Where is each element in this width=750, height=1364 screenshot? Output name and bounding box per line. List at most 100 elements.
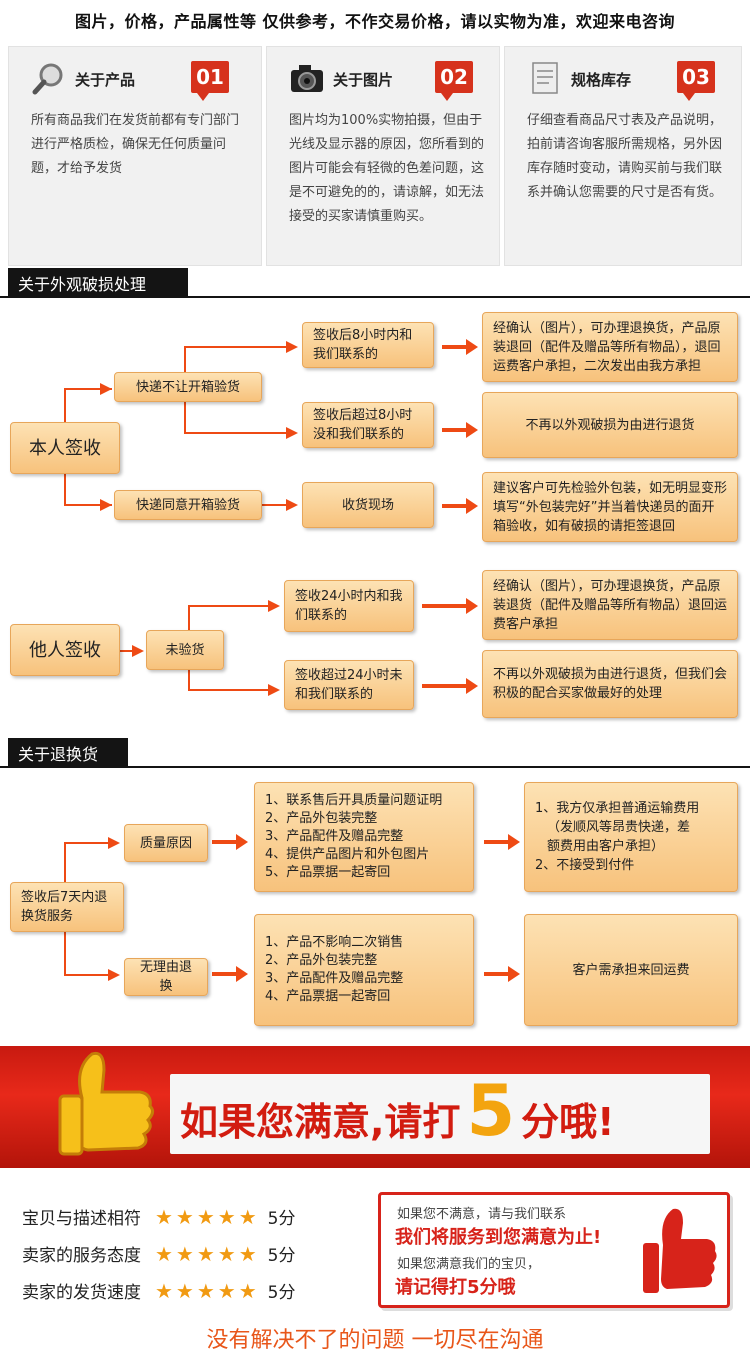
quality-result-box: 1、我方仅承担普通运输费用 （发顺风等昂贵快递，差 额费用由客户承担） 2、不接…	[524, 782, 738, 892]
list-item: 3、产品配件及赠品完整	[265, 829, 404, 844]
rating-score: 5分	[267, 1283, 296, 1303]
footer-slogan: 没有解决不了的问题 一切尽在沟通	[206, 1328, 544, 1353]
arrow	[108, 969, 120, 981]
rating-score: 5分	[267, 1246, 296, 1266]
banner-slogan: 如果您满意,请打 5 分哦!	[180, 1070, 615, 1152]
not-inspected-box: 未验货	[146, 630, 224, 670]
arrow	[422, 598, 478, 614]
section-damage-header: 关于外观破损处理	[0, 268, 750, 298]
list-item: 2、不接受到付件	[535, 858, 635, 873]
arrow	[422, 678, 478, 694]
promo-line4: 请记得打5分哦	[395, 1277, 516, 1298]
connector	[64, 504, 112, 506]
thumbs-up-icon	[643, 1208, 717, 1293]
connector	[64, 472, 66, 506]
arrow	[268, 684, 280, 696]
allow-inspect-box: 快递同意开箱验货	[114, 490, 262, 520]
slogan-five: 5	[466, 1070, 516, 1152]
card-title: 规格库存	[571, 71, 632, 89]
slogan-part2: 分哦!	[521, 1100, 615, 1144]
rating-row: 宝贝与描述相符 ★★★★★ 5分	[22, 1204, 295, 1230]
section-title: 关于退换货	[8, 738, 128, 768]
promo-line1: 如果您不满意，请与我们联系	[397, 1207, 567, 1222]
star-icon: ★★★★★	[155, 1204, 260, 1229]
promo-line3: 如果您满意我们的宝贝，	[397, 1257, 541, 1272]
arrow	[100, 383, 112, 395]
connector	[64, 388, 112, 390]
no-reason-items-box: 1、产品不影响二次销售 2、产品外包装完整 3、产品配件及赠品完整 4、产品票据…	[254, 914, 474, 1026]
rating-label: 宝贝与描述相符	[22, 1209, 141, 1229]
other-sign-box: 他人签收	[10, 624, 120, 676]
top-notice: 图片，价格，产品属性等 仅供参考，不作交易价格，请以实物为准，欢迎来电咨询	[74, 12, 676, 31]
card-images: 关于图片 02 图片均为100%实物拍摄，但由于光线及显示器的原因，您所看到的图…	[266, 46, 500, 266]
connector	[188, 689, 272, 691]
list-item: 1、联系售后开具质量问题证明	[265, 793, 443, 808]
section-rule	[0, 766, 750, 768]
over8-box: 签收后超过8小时没和我们联系的	[302, 402, 434, 448]
list-item: 额费用由客户承担）	[547, 839, 665, 854]
connector	[64, 974, 114, 976]
star-icon: ★★★★★	[155, 1278, 260, 1303]
result-no-return-box: 不再以外观破损为由进行退货	[482, 392, 738, 458]
no-inspect-box: 快递不让开箱验货	[114, 372, 262, 402]
result-return-box: 经确认（图片），可办理退换货，产品原装退回（配件及赠品等所有物品），退回运费客户…	[482, 312, 738, 382]
return-root-box: 签收后7天内退换货服务	[10, 882, 124, 932]
rating-row: 卖家的发货速度 ★★★★★ 5分	[22, 1278, 296, 1304]
arrow	[212, 966, 248, 982]
self-sign-box: 本人签收	[10, 422, 120, 474]
connector	[64, 388, 66, 422]
arrow	[484, 834, 520, 850]
connector	[184, 432, 292, 434]
list-item: 1、产品不影响二次销售	[265, 935, 404, 950]
card-title: 关于产品	[75, 71, 136, 89]
arrow	[286, 499, 298, 511]
number-badge: 03	[677, 61, 715, 101]
card-text: 所有商品我们在发货前都有专门部门进行严格质检，确保无任何质量问题，才给予发货	[31, 113, 240, 176]
thumbs-up-icon	[58, 1051, 155, 1156]
list-item: 1、我方仅承担普通运输费用	[535, 801, 700, 816]
arrow	[132, 645, 144, 657]
arrow	[268, 600, 280, 612]
number-badge: 02	[435, 61, 473, 101]
list-item: 2、产品外包装完整	[265, 811, 378, 826]
result24-no-box: 不再以外观破损为由进行退货，但我们会积极的配合买家做最好的处理	[482, 650, 738, 718]
arrow	[286, 427, 298, 439]
connector	[64, 932, 66, 976]
quality-box: 质量原因	[124, 824, 208, 862]
no-reason-box: 无理由退换	[124, 958, 208, 996]
card-title: 关于图片	[333, 71, 394, 89]
connector	[64, 842, 114, 844]
magnifier-icon	[32, 63, 63, 95]
on-site-result-box: 建议客户可先检验外包装，如无明显变形填写“外包装完好”并当着快递员的面开箱验收，…	[482, 472, 738, 542]
arrow	[442, 422, 478, 438]
arrow	[108, 837, 120, 849]
rating-label: 卖家的服务态度	[22, 1246, 141, 1266]
arrow	[484, 966, 520, 982]
rating-label: 卖家的发货速度	[22, 1283, 141, 1303]
star-icon: ★★★★★	[155, 1241, 260, 1266]
within8-box: 签收后8小时内和我们联系的	[302, 322, 434, 368]
result24-return-box: 经确认（图片），可办理退换货，产品原装退货（配件及赠品等所有物品）退回运费客户承…	[482, 570, 738, 640]
no-reason-result-box: 客户需承担来回运费	[524, 914, 738, 1026]
list-item: 3、产品配件及赠品完整	[265, 971, 404, 986]
list-item: （发顺风等昂贵快递，差	[547, 820, 691, 835]
arrow	[442, 498, 478, 514]
over24-box: 签收超过24小时未和我们联系的	[284, 660, 414, 710]
section-rule	[0, 296, 750, 298]
section-return-header: 关于退换货	[0, 738, 750, 768]
connector	[184, 346, 292, 348]
card-text: 仔细查看商品尺寸表及产品说明，拍前请咨询客服所需规格，另外因库存随时变动，请购买…	[527, 113, 723, 200]
card-text: 图片均为100%实物拍摄，但由于光线及显示器的原因，您所看到的图片可能会有轻微的…	[289, 113, 485, 224]
on-site-box: 收货现场	[302, 482, 434, 528]
arrow	[100, 499, 112, 511]
promo-card: 如果您不满意，请与我们联系 我们将服务到您满意为止! 如果您满意我们的宝贝， 请…	[378, 1192, 730, 1308]
promo-line2: 我们将服务到您满意为止!	[395, 1227, 602, 1248]
within24-box: 签收24小时内和我们联系的	[284, 580, 414, 632]
arrow	[442, 339, 478, 355]
banner-strip	[170, 1074, 710, 1154]
rating-banner: 如果您满意,请打 5 分哦!	[0, 1046, 750, 1168]
camera-icon	[291, 65, 323, 92]
connector	[64, 842, 66, 882]
connector	[262, 504, 292, 506]
connector	[188, 605, 272, 607]
